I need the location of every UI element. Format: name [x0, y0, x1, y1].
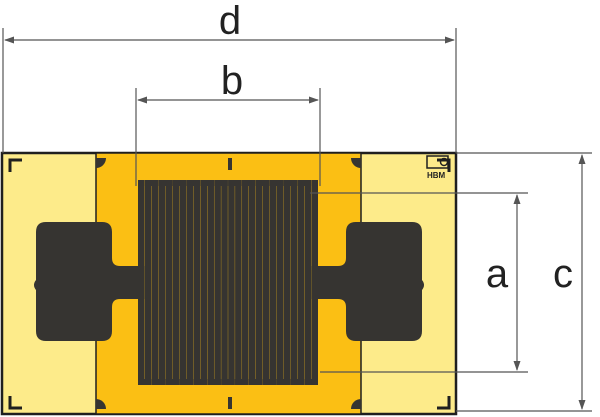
grid-strip — [228, 180, 242, 186]
grid-strip — [172, 180, 180, 385]
grid-strip — [207, 180, 214, 385]
arrow-b-right-icon — [309, 96, 319, 104]
grid-strip — [158, 180, 166, 385]
grid-strip — [276, 180, 284, 385]
arc-alignment-marks — [96, 158, 361, 409]
dimension-arrows — [4, 36, 586, 410]
solder-tab-left — [34, 222, 136, 341]
grid-strip — [262, 180, 270, 385]
arrow-a-top-icon — [513, 194, 521, 204]
dimension-lines — [2, 28, 592, 412]
grid-strip — [269, 180, 284, 186]
grid-strip — [290, 379, 305, 385]
grid-strip — [186, 180, 201, 186]
grid-strip — [138, 379, 152, 385]
grid-strip — [158, 180, 173, 186]
arc-mark-bottom-right — [351, 399, 361, 409]
grid-strip — [179, 379, 194, 385]
measuring-grid — [134, 180, 320, 385]
grid-strip — [276, 379, 291, 385]
center-tick-bottom — [228, 397, 232, 409]
grid-strip — [193, 180, 201, 385]
grid-strip — [144, 180, 159, 186]
grid-strip — [200, 180, 208, 385]
grid-strip — [172, 180, 187, 186]
grid-strip — [311, 266, 320, 299]
grid-strip — [290, 180, 298, 385]
grid-strip — [248, 180, 256, 385]
dimension-label-c: c — [553, 252, 573, 296]
hbm-logo: HBM — [426, 155, 449, 180]
grid-strip — [269, 180, 277, 385]
grid-strip — [151, 379, 166, 385]
grid-strip — [214, 180, 228, 186]
arrow-d-left-icon — [4, 36, 14, 44]
grid-strip — [235, 180, 242, 385]
arrow-d-right-icon — [445, 36, 455, 44]
dimension-label-b: b — [221, 59, 243, 103]
grid-strip — [200, 180, 214, 186]
grid-strip — [179, 180, 187, 385]
arrow-c-top-icon — [578, 154, 586, 164]
grid-strip — [221, 180, 228, 385]
grid-strip — [165, 180, 173, 385]
dimension-label-a: a — [486, 252, 509, 296]
grid-strip — [193, 379, 208, 385]
grid-strip — [214, 180, 221, 385]
corner-alignment-marks — [8, 158, 451, 410]
grid-strip — [262, 379, 277, 385]
corner-mark-top-left — [8, 158, 22, 172]
grid-strip — [134, 266, 145, 299]
grid-strip — [207, 379, 221, 385]
grid-strip — [304, 180, 312, 385]
arc-mark-top-right — [351, 158, 361, 168]
grid-strip — [186, 180, 194, 385]
grid-strip — [248, 379, 263, 385]
logo-text: HBM — [427, 171, 446, 180]
arrow-c-bottom-icon — [578, 400, 586, 410]
grid-strip — [144, 180, 152, 385]
grid-strip — [228, 180, 235, 385]
corner-mark-bottom-right — [437, 396, 451, 410]
grid-strip — [255, 180, 263, 385]
arc-mark-top-left — [96, 158, 106, 168]
grid-strip — [255, 180, 270, 186]
solder-tab-right — [318, 222, 424, 341]
center-tick-top — [228, 158, 232, 170]
grid-strip — [283, 180, 291, 385]
grid-strip — [297, 180, 312, 186]
grid-strip — [242, 180, 256, 186]
logo-circle-icon — [439, 157, 449, 167]
corner-mark-bottom-left — [8, 396, 22, 410]
grid-strip — [165, 379, 180, 385]
arrow-a-bottom-icon — [513, 361, 521, 371]
dimension-label-d: d — [219, 0, 241, 43]
grid-strip — [151, 180, 159, 385]
grid-strip — [283, 180, 298, 186]
arrow-b-left-icon — [137, 96, 147, 104]
grid-strip — [235, 379, 249, 385]
grid-strip — [304, 379, 318, 385]
grid-strip — [221, 379, 235, 385]
arc-mark-bottom-left — [96, 399, 106, 409]
grid-strip — [297, 180, 305, 385]
grid-strip — [242, 180, 249, 385]
